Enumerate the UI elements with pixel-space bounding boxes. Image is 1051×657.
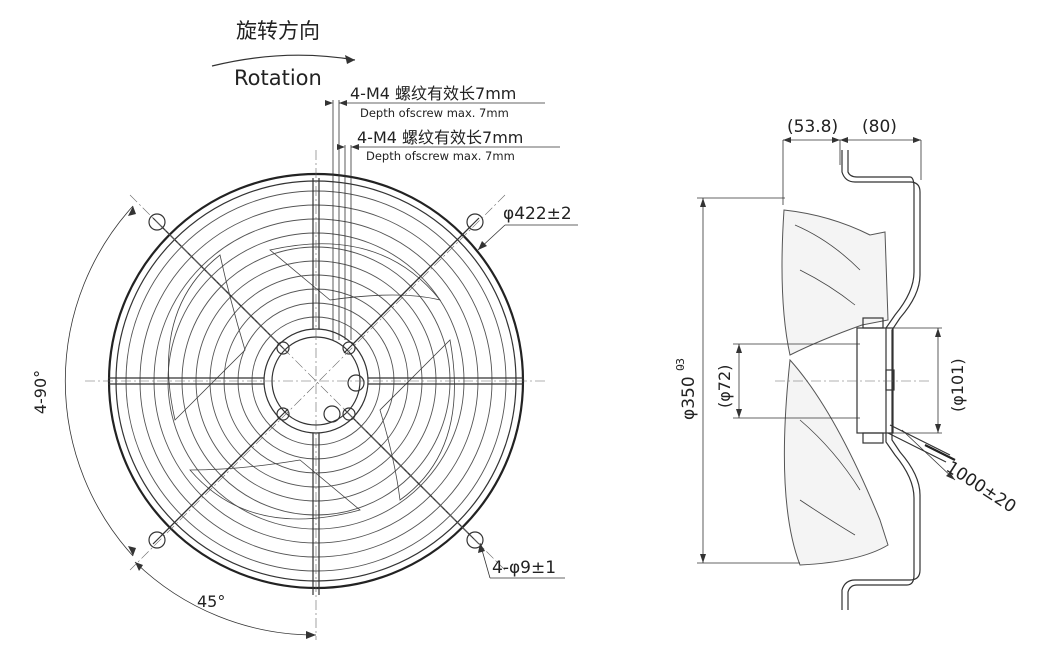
rotation-arrow <box>211 54 356 67</box>
terminal-boss <box>347 374 365 392</box>
screw-note-1-main: 4-M4 螺纹有效长7mm <box>350 84 516 103</box>
fan-blades <box>168 243 455 520</box>
mount-hole <box>466 531 484 549</box>
screw-note-2-main: 4-M4 螺纹有效长7mm <box>357 128 523 147</box>
mount-hole <box>148 531 166 549</box>
angle-arc-90 <box>64 205 134 557</box>
rotation-label-cn: 旋转方向 <box>236 19 320 43</box>
cable-length-label: 1000±20 <box>942 457 1019 517</box>
offset-angle-label: 45° <box>197 592 225 611</box>
mount-hole <box>466 213 484 231</box>
depth-rear-label: (80) <box>862 117 897 137</box>
mount-holes-label: 4-φ9±1 <box>492 558 556 578</box>
mount-hole <box>148 213 166 231</box>
front-view: 旋转方向 Rotation <box>31 19 578 640</box>
screw-note-2-sub: Depth ofscrew max. 7mm <box>366 149 515 163</box>
cable <box>887 424 951 463</box>
shaft-diameter-label: (φ72) <box>715 365 734 408</box>
screw-note-1-sub: Depth ofscrew max. 7mm <box>360 106 509 120</box>
impeller-tol-upper: 0 <box>674 364 687 371</box>
depth-front-label: (53.8) <box>787 117 838 137</box>
impeller-tol-lower: -3 <box>674 358 687 369</box>
outer-diameter-label: φ422±2 <box>503 204 572 224</box>
hole-angle-label: 4-90° <box>31 370 50 414</box>
screw-callouts: 4-M4 螺纹有效长7mm Depth ofscrew max. 7mm 4-M… <box>325 84 560 340</box>
rotation-label-en: Rotation <box>234 66 322 90</box>
lower-blade <box>783 358 889 566</box>
upper-blade <box>781 209 889 356</box>
side-view: (53.8) (80) 1000±20 φ350 0 - <box>674 117 1020 610</box>
terminal-boss <box>323 405 341 423</box>
frame-profile <box>841 150 921 610</box>
motor-diameter-label: (φ101) <box>948 358 967 412</box>
rotation-arrowhead <box>345 55 355 64</box>
impeller-diameter-label: φ350 <box>679 376 699 420</box>
motor-body <box>856 327 894 434</box>
mounting-lugs <box>148 213 484 549</box>
angle-arc-45 <box>134 561 317 636</box>
